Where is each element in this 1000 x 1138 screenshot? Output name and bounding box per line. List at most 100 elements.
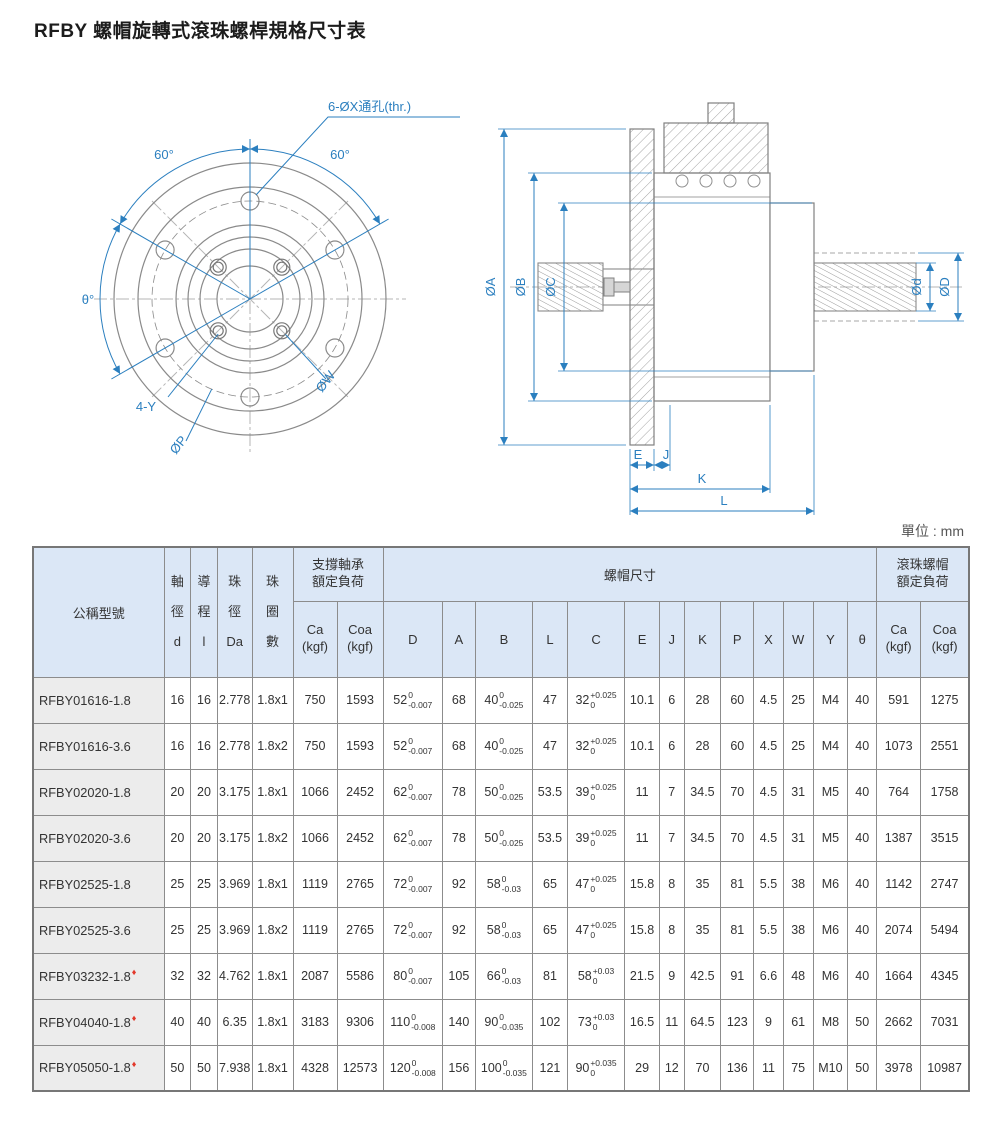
- col-header-nut-coa: Coa (kgf): [920, 600, 970, 678]
- cell-bearing_ca: 4328: [292, 1044, 338, 1092]
- col-header-J: J: [658, 600, 685, 678]
- cell-A: 105: [441, 952, 476, 1000]
- cell-theta: 40: [847, 814, 878, 862]
- cell-A: 68: [441, 676, 476, 724]
- cell-E: 10.1: [624, 722, 660, 770]
- cell-theta: 50: [847, 1044, 878, 1092]
- col-header-Y: Y: [812, 600, 849, 678]
- cell-theta: 40: [847, 768, 878, 816]
- cell-nut_ca: 1073: [876, 722, 922, 770]
- cell-Y: M4: [812, 722, 849, 770]
- col-header-E: E: [624, 600, 660, 678]
- cell-A: 78: [441, 768, 476, 816]
- cell-bearing_coa: 1593: [336, 722, 384, 770]
- cell-W: 31: [782, 768, 814, 816]
- cell-bearing_ca: 1066: [292, 768, 338, 816]
- col-header-K: K: [683, 600, 722, 678]
- col-header-theta: θ: [847, 600, 878, 678]
- cell-L: 121: [532, 1044, 568, 1092]
- cell-l: 20: [190, 768, 218, 816]
- cell-circuits: 1.8x1: [251, 860, 294, 908]
- cell-J: 9: [658, 952, 685, 1000]
- four-y-holes: [209, 258, 291, 340]
- cell-X: 5.5: [753, 906, 784, 954]
- label-l-dim: L: [720, 493, 727, 508]
- cell-P: 136: [720, 1044, 755, 1092]
- cell-P: 70: [720, 768, 755, 816]
- cell-Y: M6: [812, 952, 849, 1000]
- cell-nut_coa: 5494: [920, 906, 970, 954]
- cell-theta: 40: [847, 906, 878, 954]
- label-j-dim: J: [663, 447, 670, 462]
- label-d-big-diameter: ØD: [937, 277, 952, 297]
- cell-Y: M5: [812, 768, 849, 816]
- cell-theta: 40: [847, 952, 878, 1000]
- cell-Y: M5: [812, 814, 849, 862]
- label-angle-60-right: 60°: [330, 147, 350, 162]
- cell-K: 35: [683, 860, 722, 908]
- cell-bearing_ca: 1066: [292, 814, 338, 862]
- cell-L: 53.5: [532, 768, 568, 816]
- diamond-marker: ♦: [131, 1013, 137, 1024]
- model-cell: RFBY02525-3.6: [32, 906, 165, 954]
- cell-E: 15.8: [624, 906, 660, 954]
- cell-E: 10.1: [624, 676, 660, 724]
- cell-Da: 3.969: [216, 906, 253, 954]
- cell-K: 28: [683, 676, 722, 724]
- cell-d: 16: [163, 722, 192, 770]
- cell-K: 34.5: [683, 768, 722, 816]
- cell-X: 11: [753, 1044, 784, 1092]
- col-header-W: W: [782, 600, 814, 678]
- cell-L: 81: [532, 952, 568, 1000]
- cell-W: 38: [782, 860, 814, 908]
- cell-E: 11: [624, 814, 660, 862]
- cell-J: 12: [658, 1044, 685, 1092]
- nut-body-geometry: [629, 102, 815, 446]
- unit-note: 單位 : mm: [901, 523, 964, 539]
- section-dimension-lines: [500, 129, 962, 515]
- cell-Y: M10: [812, 1044, 849, 1092]
- cell-circuits: 1.8x1: [251, 952, 294, 1000]
- cell-Da: 3.175: [216, 814, 253, 862]
- model-cell: RFBY04040-1.8♦: [32, 998, 165, 1046]
- label-p-diameter: ØP: [167, 433, 190, 457]
- col-header-bearing-ca: Ca (kgf): [292, 600, 338, 678]
- cell-bearing_ca: 1119: [292, 906, 338, 954]
- cell-X: 4.5: [753, 676, 784, 724]
- cell-l: 20: [190, 814, 218, 862]
- cell-Da: 2.778: [216, 676, 253, 724]
- cell-P: 60: [720, 722, 755, 770]
- cell-W: 31: [782, 814, 814, 862]
- cell-bearing_ca: 3183: [292, 998, 338, 1046]
- cell-K: 42.5: [683, 952, 722, 1000]
- cell-P: 60: [720, 676, 755, 724]
- diamond-marker: ♦: [131, 967, 137, 978]
- cell-A: 92: [441, 860, 476, 908]
- cell-X: 5.5: [753, 860, 784, 908]
- cell-Da: 2.778: [216, 722, 253, 770]
- cell-A: 92: [441, 906, 476, 954]
- cell-circuits: 1.8x1: [251, 676, 294, 724]
- technical-drawings: 6-ØX通孔(thr.) 60° 60° θ° 4-Y ØP ØW: [28, 47, 972, 519]
- col-header-circuits: 珠 圈 數: [251, 546, 294, 678]
- cell-W: 61: [782, 998, 814, 1046]
- cell-bearing_coa: 2765: [336, 906, 384, 954]
- cell-L: 65: [532, 906, 568, 954]
- cell-J: 6: [658, 722, 685, 770]
- cell-nut_coa: 10987: [920, 1044, 970, 1092]
- cell-Y: M6: [812, 906, 849, 954]
- section-dimension-labels: ØA ØB ØC Ød ØD E J K L: [483, 277, 952, 508]
